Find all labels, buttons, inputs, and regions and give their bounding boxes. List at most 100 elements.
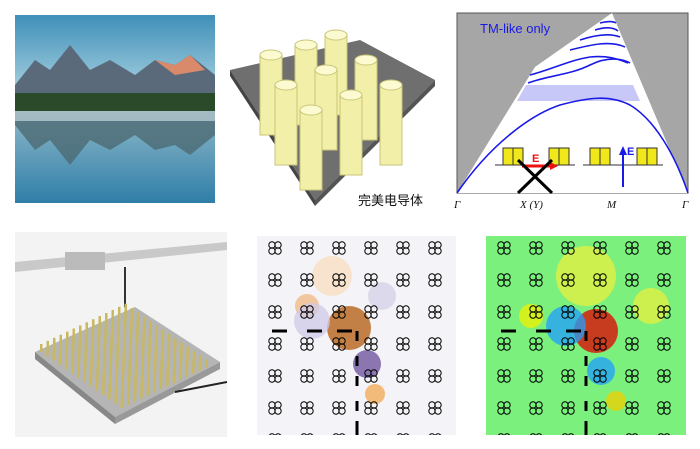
mini-pillar: [97, 338, 101, 347]
unit-cell-quatrefoil: [657, 337, 671, 351]
unit-cell-quatrefoil: [529, 401, 543, 415]
mini-pillar: [92, 319, 95, 328]
unit-cell-quatrefoil: [332, 401, 346, 415]
mini-pillar: [58, 349, 62, 358]
svg-text:E: E: [627, 146, 634, 158]
mini-pillar: [129, 330, 133, 339]
unit-cell-quatrefoil: [364, 241, 378, 255]
mini-pillar: [149, 328, 152, 337]
mini-pillar: [97, 345, 100, 354]
mini-pillar: [104, 335, 107, 344]
mini-pillar: [89, 371, 93, 379]
mini-pillar: [134, 378, 137, 387]
mini-pillar: [103, 342, 107, 351]
mini-pillar: [71, 365, 74, 374]
mini-pillar: [72, 328, 75, 337]
mini-pillar: [115, 366, 119, 374]
mini-pillar: [146, 387, 150, 396]
field-hotspot: [633, 288, 669, 324]
unit-cell-quatrefoil: [497, 433, 511, 435]
pillar: [274, 79, 298, 166]
mini-pillar: [166, 370, 169, 379]
mini-pillar: [172, 367, 176, 376]
mini-pillar: [179, 357, 183, 366]
mini-pillar: [148, 343, 151, 352]
mini-pillar: [117, 321, 120, 330]
mini-pillar: [108, 383, 111, 392]
mini-pillar: [85, 329, 88, 338]
unit-cell-quatrefoil: [364, 273, 378, 287]
mini-pillar: [89, 378, 93, 387]
mini-pillar: [65, 353, 68, 362]
pec-label: 完美电导体: [358, 194, 424, 209]
mini-pillar: [173, 360, 176, 369]
mini-pillar: [141, 353, 145, 362]
mini-pillar: [116, 343, 119, 352]
landscape-photo: [15, 15, 215, 203]
mini-pillar: [167, 341, 171, 350]
unit-cell-quatrefoil: [428, 241, 442, 255]
mini-pillar: [180, 349, 183, 358]
tick-m: M: [606, 199, 617, 211]
band-diagram: TM-like only E E Γ X (Y) M Γ: [450, 5, 700, 220]
unit-cell-quatrefoil: [497, 305, 511, 319]
unit-cell-quatrefoil: [593, 337, 607, 351]
mini-pillar: [46, 348, 49, 357]
unit-cell-quatrefoil: [529, 337, 543, 351]
mini-pillar: [130, 315, 133, 324]
mini-pillar: [123, 325, 127, 334]
mini-pillar: [91, 341, 94, 350]
field-map-jet: [486, 236, 686, 435]
unit-cell-quatrefoil: [428, 305, 442, 319]
unit-cell-quatrefoil: [625, 305, 639, 319]
unit-cell-quatrefoil: [364, 369, 378, 383]
field-hotspot: [312, 256, 352, 296]
unit-cell-quatrefoil: [268, 337, 282, 351]
mini-pillar: [65, 346, 68, 355]
field-hotspot: [368, 282, 396, 310]
mini-pillar: [78, 347, 81, 356]
mini-pillar: [173, 345, 177, 354]
mini-pillar: [104, 327, 107, 336]
mini-pillar: [77, 369, 80, 378]
unit-cell-quatrefoil: [396, 305, 410, 319]
mini-pillar: [166, 378, 169, 387]
unit-cell-quatrefoil: [364, 433, 378, 435]
mini-pillar: [148, 335, 152, 344]
unit-cell-quatrefoil: [625, 273, 639, 287]
mini-pillar: [98, 323, 101, 332]
unit-cell-quatrefoil: [625, 369, 639, 383]
mini-pillar: [71, 358, 74, 367]
mini-pillar: [167, 356, 170, 364]
mini-pillar: [153, 384, 156, 393]
mini-pillar: [161, 329, 165, 338]
mini-pillar: [96, 360, 100, 369]
mini-pillar: [121, 377, 124, 386]
mini-pillar: [160, 351, 164, 360]
unit-cell-quatrefoil: [625, 401, 639, 415]
mini-pillar: [71, 343, 75, 352]
unit-cell-quatrefoil: [300, 433, 314, 435]
mini-pillar: [91, 326, 95, 335]
unit-cell-quatrefoil: [332, 369, 346, 383]
unit-cell-quatrefoil: [593, 369, 607, 383]
mini-pillar: [192, 358, 195, 367]
mini-pillar: [140, 390, 143, 399]
unit-cell-quatrefoil: [561, 433, 575, 435]
mini-pillar: [154, 354, 157, 363]
mini-pillar: [128, 374, 131, 383]
mini-pillar: [96, 367, 99, 376]
unit-cell-quatrefoil: [593, 433, 607, 435]
unit-cell-quatrefoil: [657, 401, 671, 415]
mini-pillar: [102, 364, 106, 373]
mini-pillar: [154, 340, 158, 348]
pillar: [379, 79, 403, 166]
tick-gamma: Γ: [453, 199, 461, 211]
mini-pillar: [143, 316, 146, 325]
unit-cell-quatrefoil: [268, 401, 282, 415]
unit-cell-quatrefoil: [396, 241, 410, 255]
mini-pillar: [135, 349, 138, 358]
mini-pillar: [90, 348, 94, 357]
unit-cell-quatrefoil: [593, 241, 607, 255]
mini-pillar: [135, 341, 139, 350]
